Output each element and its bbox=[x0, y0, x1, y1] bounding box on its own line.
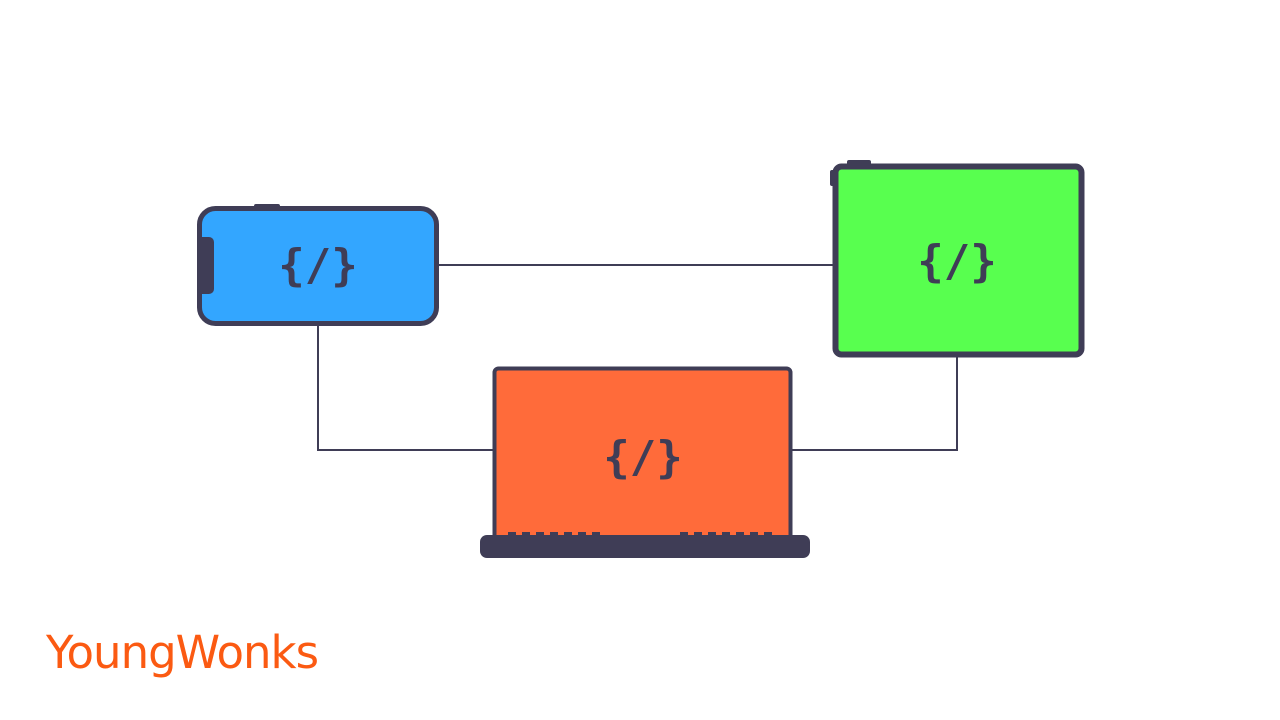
tablet-device: {/} bbox=[830, 160, 1085, 358]
laptop-base bbox=[480, 535, 810, 558]
tablet-code-icon: {/} bbox=[917, 236, 996, 287]
laptop-code-icon: {/} bbox=[603, 432, 682, 483]
connector-phone-laptop bbox=[317, 323, 494, 451]
tablet-screen bbox=[832, 163, 1085, 358]
connections bbox=[317, 264, 958, 451]
smartphone-device: {/} bbox=[197, 204, 439, 326]
phone-code-icon: {/} bbox=[278, 240, 357, 291]
phone-notch bbox=[197, 237, 214, 294]
laptop-device: {/} bbox=[480, 366, 810, 558]
youngwonks-logo: YoungWonks bbox=[46, 626, 319, 679]
connector-laptop-tablet bbox=[790, 355, 958, 451]
laptop-vent-marks bbox=[508, 532, 772, 536]
